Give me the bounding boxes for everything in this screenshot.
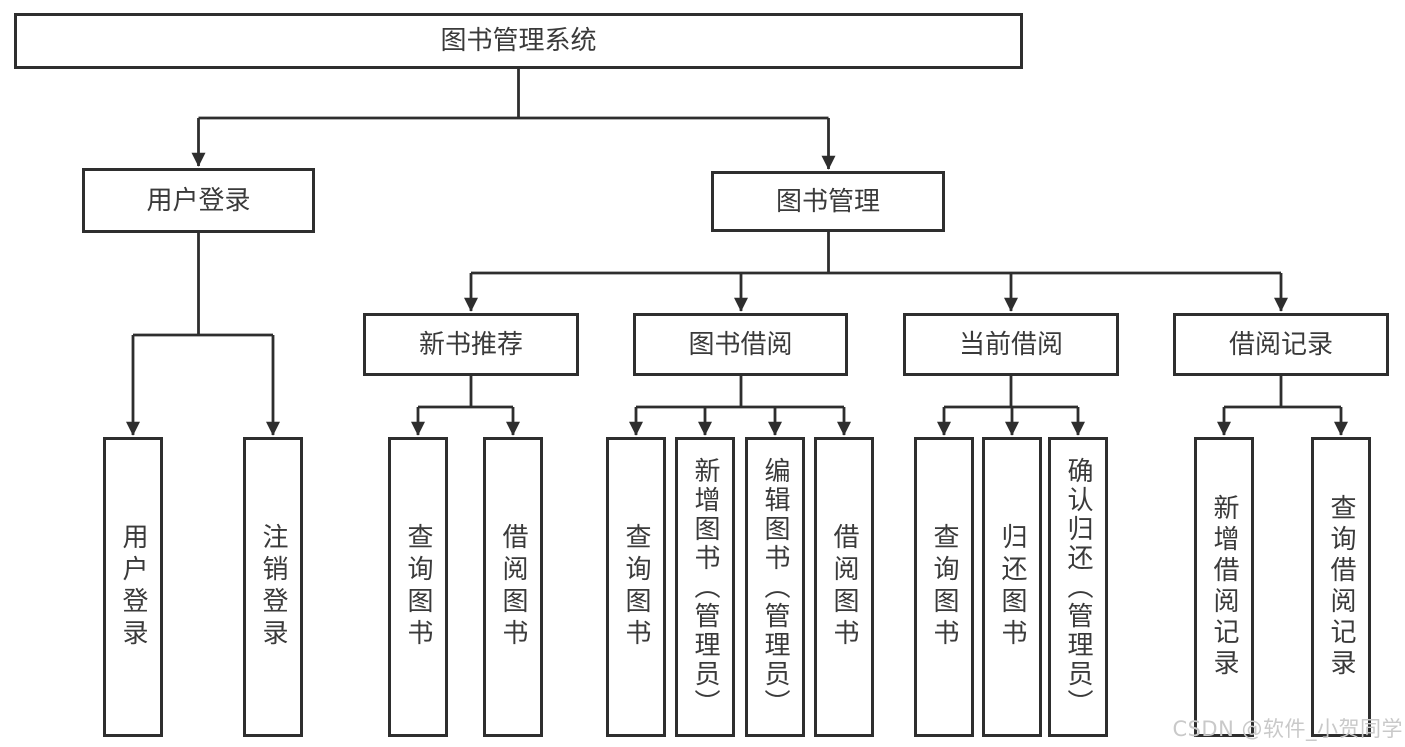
node-label: 图书管理系统 bbox=[440, 26, 597, 56]
node-label: 用户登录 bbox=[118, 523, 148, 651]
node-label: 图书借阅 bbox=[688, 329, 793, 360]
leaf-borrow-books-2: 借阅图书 bbox=[814, 437, 874, 737]
node-book-management: 图书管理 bbox=[711, 171, 945, 232]
leaf-add-books-admin: 新增图书（管理员） bbox=[675, 437, 735, 737]
leaf-user-login: 用户登录 bbox=[103, 437, 163, 737]
watermark: CSDN @软件_小贺同学 bbox=[1172, 717, 1403, 741]
leaf-confirm-return-admin: 确认归还（管理员） bbox=[1048, 437, 1108, 737]
leaf-query-books-1: 查询图书 bbox=[388, 437, 448, 737]
leaf-add-borrow-record: 新增借阅记录 bbox=[1194, 437, 1254, 737]
node-library-system: 图书管理系统 bbox=[14, 13, 1023, 69]
leaf-query-books-2: 查询图书 bbox=[606, 437, 666, 737]
node-label: 新增借阅记录 bbox=[1209, 494, 1239, 680]
node-book-borrowing: 图书借阅 bbox=[633, 313, 848, 376]
leaf-query-borrow-record: 查询借阅记录 bbox=[1311, 437, 1371, 737]
leaf-logout: 注销登录 bbox=[243, 437, 303, 737]
node-label: 编辑图书（管理员） bbox=[760, 456, 790, 718]
node-label: 新书推荐 bbox=[418, 329, 523, 360]
node-label: 借阅图书 bbox=[829, 523, 859, 651]
node-label: 图书管理 bbox=[775, 186, 880, 217]
leaf-borrow-books-1: 借阅图书 bbox=[483, 437, 543, 737]
node-label: 当前借阅 bbox=[958, 329, 1063, 360]
node-label: 查询图书 bbox=[403, 523, 433, 651]
leaf-return-books: 归还图书 bbox=[982, 437, 1042, 737]
node-label: 借阅记录 bbox=[1228, 329, 1333, 360]
node-label: 查询借阅记录 bbox=[1326, 494, 1356, 680]
node-borrow-records: 借阅记录 bbox=[1173, 313, 1389, 376]
node-label: 归还图书 bbox=[997, 523, 1027, 651]
node-label: 借阅图书 bbox=[498, 523, 528, 651]
node-label: 新增图书（管理员） bbox=[690, 456, 720, 718]
node-label: 用户登录 bbox=[146, 185, 251, 216]
node-new-book-recommend: 新书推荐 bbox=[363, 313, 579, 376]
node-label: 确认归还（管理员） bbox=[1063, 456, 1093, 718]
leaf-query-books-3: 查询图书 bbox=[914, 437, 974, 737]
leaf-edit-books-admin: 编辑图书（管理员） bbox=[745, 437, 805, 737]
node-label: 查询图书 bbox=[929, 523, 959, 651]
node-label: 查询图书 bbox=[621, 523, 651, 651]
node-label: 注销登录 bbox=[258, 523, 288, 651]
node-user-login: 用户登录 bbox=[82, 168, 315, 233]
node-current-borrowing: 当前借阅 bbox=[903, 313, 1119, 376]
